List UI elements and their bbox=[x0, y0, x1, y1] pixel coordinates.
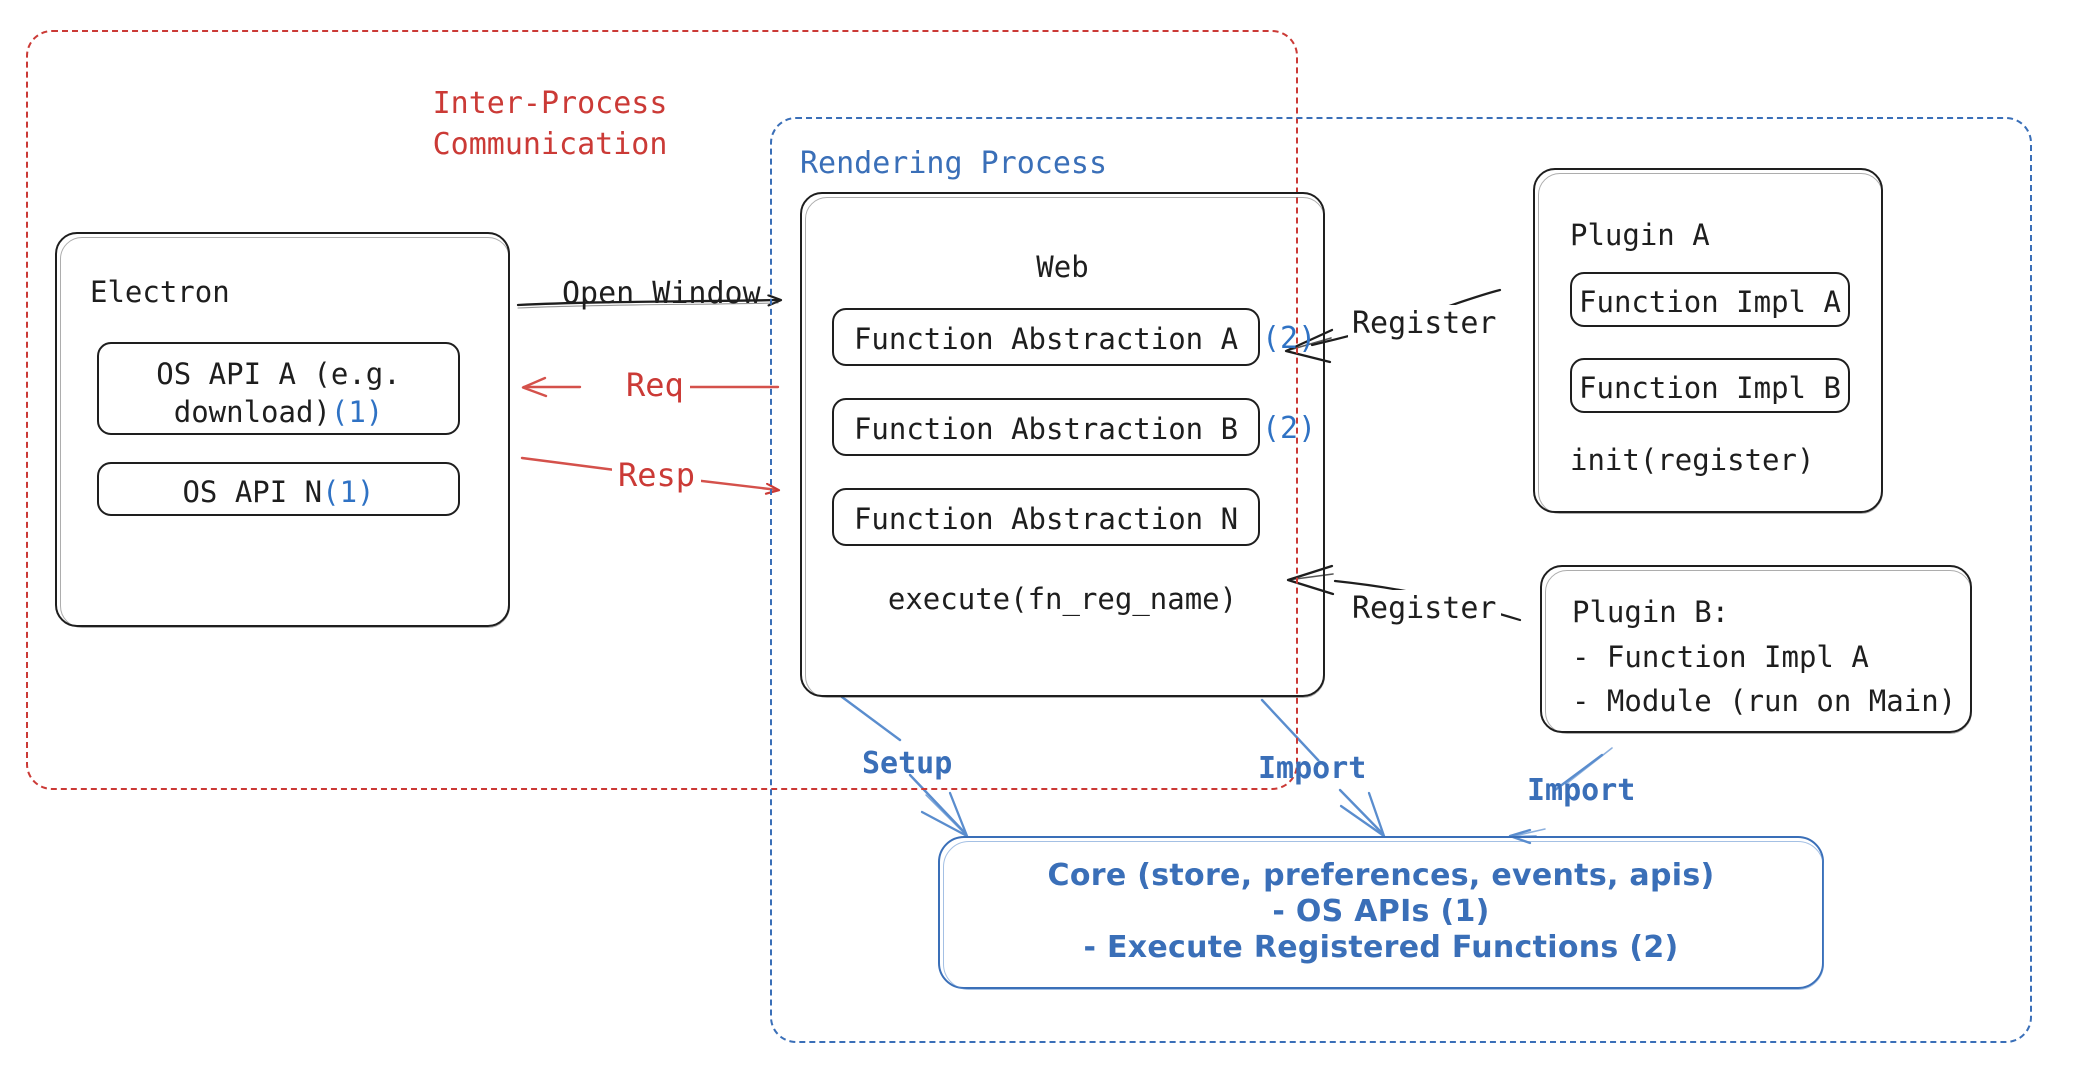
core-box bbox=[938, 836, 1824, 990]
os-api-n-label: OS API N(1) bbox=[97, 473, 460, 511]
core-line-1: Core (store, preferences, events, apis) bbox=[1047, 858, 1715, 893]
plugin-b-title: Plugin B: bbox=[1572, 595, 1730, 629]
plugin-a-function-impl-a-box bbox=[1570, 272, 1850, 327]
function-abstraction-n-box bbox=[832, 488, 1260, 546]
region-ipc-label-line1: Inter-Process bbox=[432, 86, 668, 121]
core-line-3: - Execute Registered Functions (2) bbox=[1083, 930, 1679, 965]
os-api-n-name: OS API N bbox=[182, 475, 323, 509]
os-api-n-box bbox=[97, 462, 460, 516]
region-rendering-process bbox=[770, 117, 2032, 1043]
plugin-b-line-2: - Module (run on Main) bbox=[1572, 684, 1957, 718]
function-abstraction-a-box bbox=[832, 308, 1260, 366]
edge-label-setup: Setup bbox=[862, 746, 953, 781]
core-line-2: - OS APIs (1) bbox=[1272, 894, 1490, 929]
plugin-a-init-label: init(register) bbox=[1570, 443, 1815, 477]
region-ipc bbox=[26, 30, 1298, 790]
plugin-a-title: Plugin A bbox=[1570, 218, 1710, 252]
function-abstraction-b-label: Function Abstraction B bbox=[853, 412, 1239, 446]
edge-label-import-web: Import bbox=[1258, 751, 1367, 786]
function-abstraction-b-box bbox=[832, 398, 1260, 456]
function-abstraction-n-label: Function Abstraction N bbox=[853, 502, 1239, 536]
edge-label-register-plugin-b: Register bbox=[1348, 590, 1501, 629]
web-execute-label: execute(fn_reg_name) bbox=[887, 582, 1238, 616]
edge-label-resp: Resp bbox=[612, 455, 702, 496]
plugin-a-function-impl-b-box bbox=[1570, 358, 1850, 413]
edge-label-register-plugin-a: Register bbox=[1348, 305, 1501, 344]
os-api-a-box bbox=[97, 342, 460, 435]
os-api-a-label: OS API A (e.g. download)(1) bbox=[97, 355, 460, 432]
region-rendering-process-label: Rendering Process bbox=[800, 146, 1108, 181]
os-api-n-marker: (1) bbox=[322, 475, 375, 509]
function-abstraction-a-label: Function Abstraction A bbox=[853, 322, 1239, 356]
function-abstraction-a-marker: (2) bbox=[1262, 321, 1317, 356]
plugin-b-line-1: - Function Impl A bbox=[1572, 640, 1869, 674]
edge-label-import-plugin: Import bbox=[1527, 773, 1636, 808]
electron-title: Electron bbox=[90, 275, 230, 309]
plugin-a-function-impl-a-label: Function Impl A bbox=[1579, 285, 1841, 319]
web-title: Web bbox=[1036, 250, 1089, 284]
function-abstraction-b-marker: (2) bbox=[1262, 411, 1317, 446]
plugin-a-function-impl-b-label: Function Impl B bbox=[1579, 371, 1841, 405]
os-api-a-name: OS API A (e.g. download) bbox=[156, 357, 401, 430]
edge-label-req: Req bbox=[620, 365, 690, 406]
region-ipc-label-line2: Communication bbox=[432, 126, 668, 162]
os-api-a-marker: (1) bbox=[330, 395, 384, 430]
edge-label-open-window: Open Window bbox=[562, 276, 761, 311]
